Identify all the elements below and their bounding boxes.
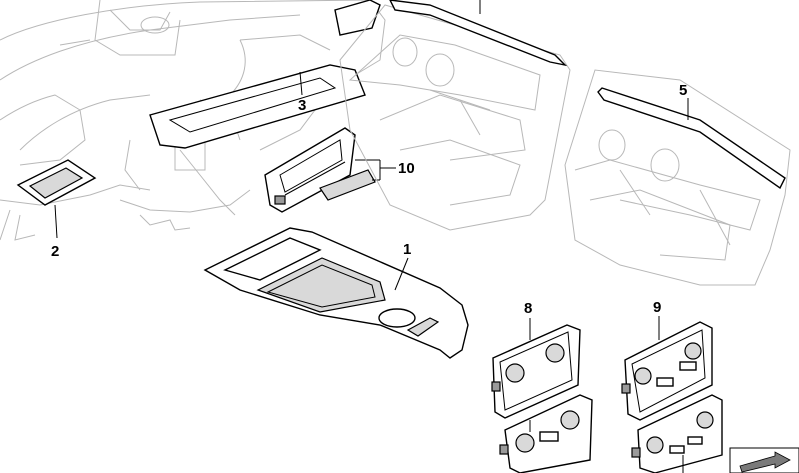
leader-line-3 (299, 71, 303, 96)
trim-strip-front-door (389, 0, 568, 67)
bracket-assembly (264, 127, 376, 213)
leader-line-1 (394, 257, 409, 291)
center-console-trim (203, 227, 469, 359)
callout-3: 3 (298, 97, 306, 114)
leader-line-2 (54, 204, 58, 239)
arrow-icon[interactable] (729, 447, 799, 473)
callout-10: 10 (398, 160, 415, 177)
control-panel-8-lower (499, 394, 593, 473)
callout-5: 5 (679, 82, 687, 99)
control-panel-9-upper (621, 321, 713, 421)
rear-door-sketch (564, 69, 791, 286)
front-door-sketch (339, 4, 571, 231)
dashboard-sketch (0, 0, 386, 241)
trim-strip-rear-door (597, 87, 786, 190)
control-panel-8-upper (491, 324, 581, 419)
callout-8: 8 (524, 300, 532, 317)
callout-2: 2 (51, 243, 59, 260)
control-panel-9-lower (631, 394, 723, 473)
trim-strip-dashboard (149, 0, 381, 149)
callout-1: 1 (403, 241, 411, 258)
trim-piece-left (16, 159, 97, 206)
callout-9: 9 (653, 299, 661, 316)
